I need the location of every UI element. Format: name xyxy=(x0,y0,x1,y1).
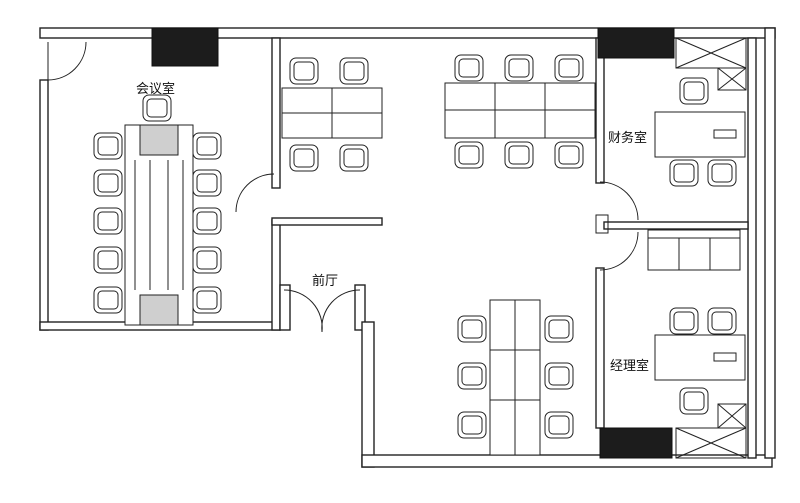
chair xyxy=(554,54,584,82)
chair xyxy=(504,141,534,169)
chair xyxy=(93,246,123,274)
columns xyxy=(151,27,675,459)
chair xyxy=(457,362,487,390)
chair xyxy=(454,54,484,82)
chair xyxy=(93,169,123,197)
chair xyxy=(93,132,123,160)
chair xyxy=(93,286,123,314)
meeting-table xyxy=(124,124,194,326)
manager-room-label: 经理室 xyxy=(610,359,650,374)
walls xyxy=(39,27,776,468)
chair xyxy=(679,387,709,415)
chair xyxy=(554,141,584,169)
chair xyxy=(289,57,319,85)
chair xyxy=(192,169,222,197)
chair xyxy=(93,207,123,235)
chair xyxy=(142,94,172,122)
chair xyxy=(707,159,737,187)
chair xyxy=(192,132,222,160)
chair xyxy=(454,141,484,169)
chair xyxy=(457,315,487,343)
chair xyxy=(192,246,222,274)
chair xyxy=(192,207,222,235)
lobby-label: 前厅 xyxy=(312,274,339,289)
chair xyxy=(669,159,699,187)
chair xyxy=(544,362,574,390)
desks xyxy=(281,82,746,456)
chair xyxy=(504,54,534,82)
chair xyxy=(544,411,574,439)
chair xyxy=(289,144,319,172)
chair xyxy=(457,411,487,439)
chair xyxy=(192,286,222,314)
chair xyxy=(669,307,699,335)
chair xyxy=(339,144,369,172)
cabinets xyxy=(647,37,747,459)
chair xyxy=(544,315,574,343)
chair xyxy=(679,77,709,105)
meeting-room-label: 会议室 xyxy=(136,82,176,97)
chair xyxy=(707,307,737,335)
doors xyxy=(47,41,639,333)
finance-room-label: 财务室 xyxy=(608,131,648,146)
chairs xyxy=(93,54,737,439)
chair xyxy=(339,57,369,85)
